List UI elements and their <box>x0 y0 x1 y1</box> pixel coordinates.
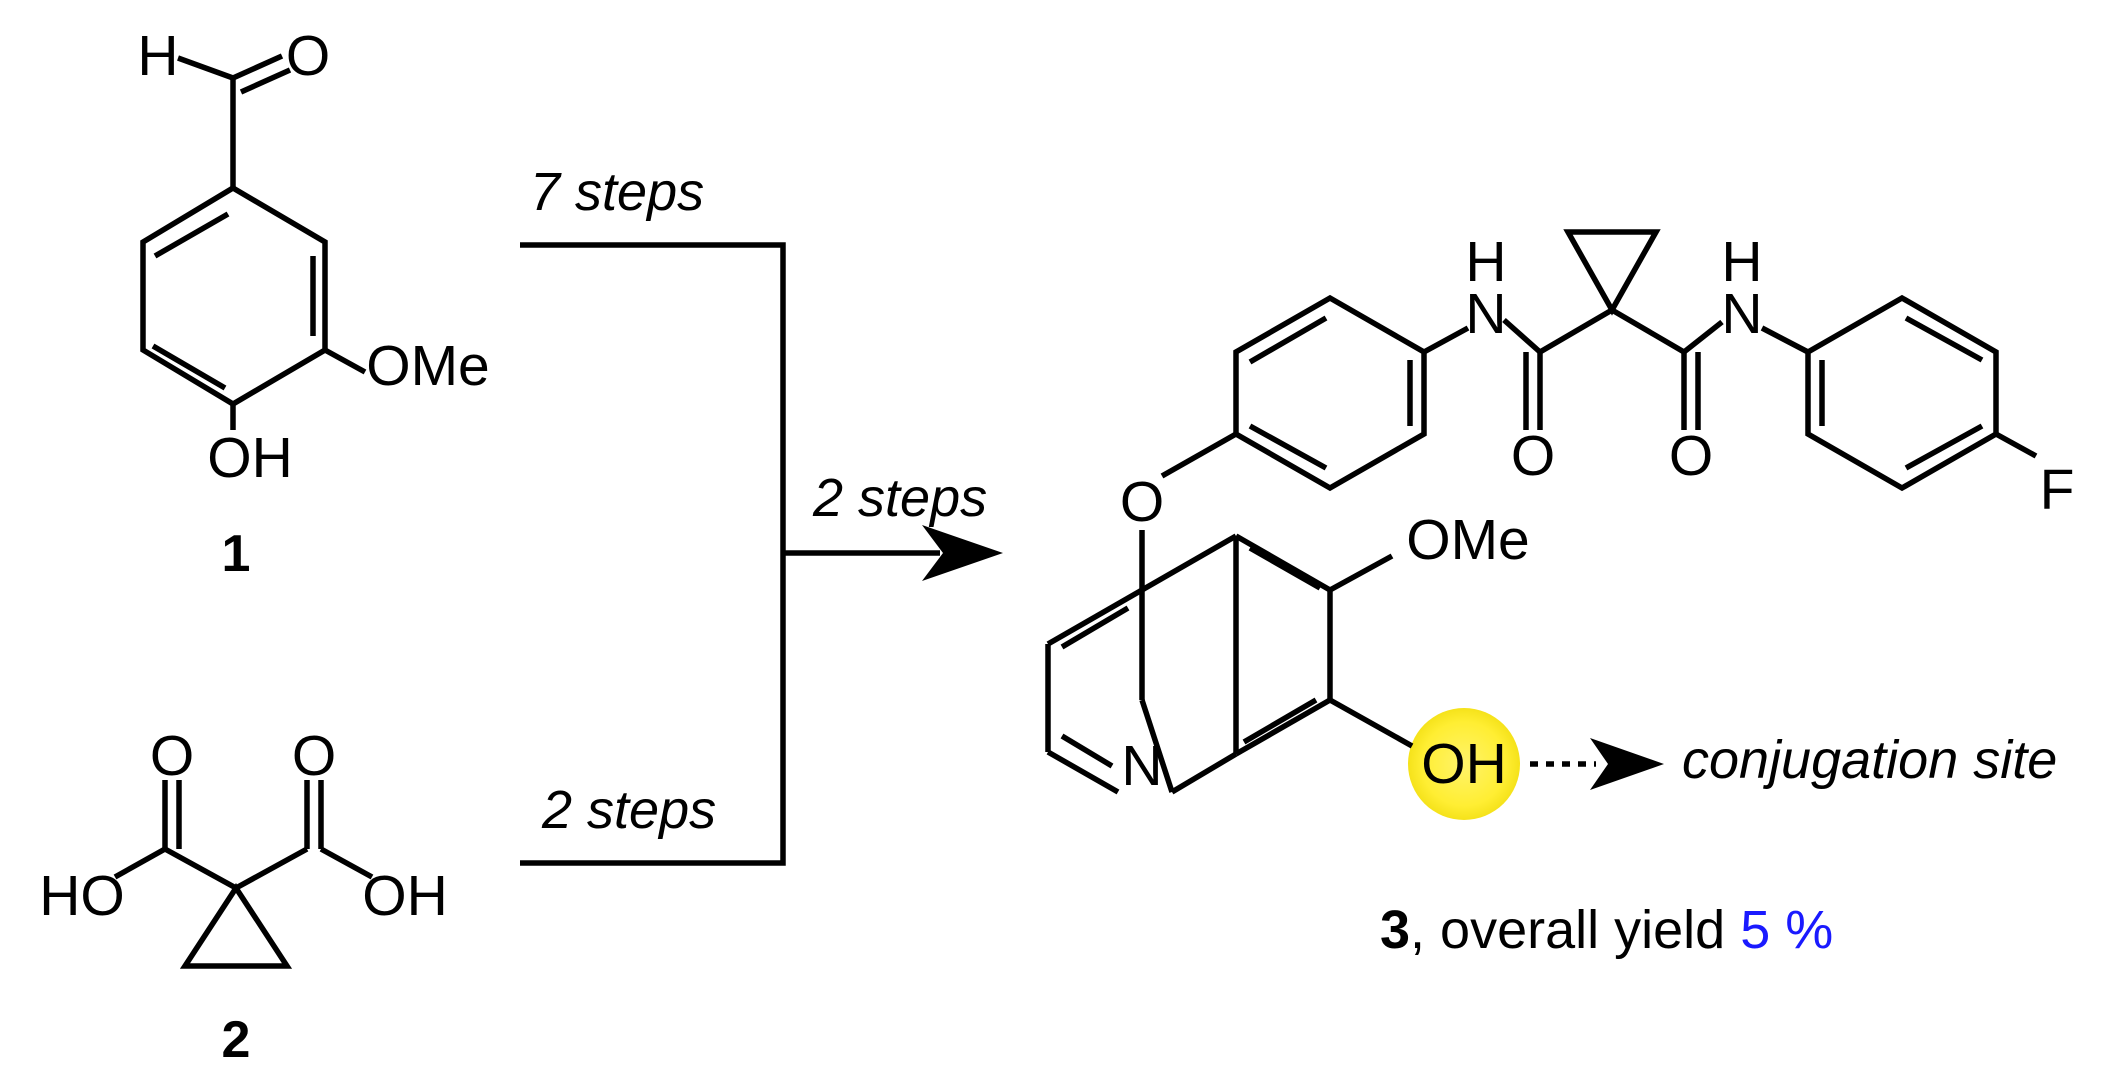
compound-2-number: 2 <box>222 1011 251 1069</box>
quinoline-nitrogen-label: N <box>1121 734 1162 798</box>
amide-right-hydrogen: H <box>1721 230 1762 294</box>
compound-1-number: 1 <box>222 525 251 583</box>
aldehyde-oxygen-label: O <box>286 24 330 88</box>
hydroxyl-label: OH <box>207 426 293 490</box>
amide-left-oxygen: O <box>1511 424 1555 488</box>
compound-3-structure: O OMe OH N H N H N O O F <box>1045 229 2075 820</box>
conjugation-site-label: conjugation site <box>1682 730 2057 790</box>
dotted-arrowhead <box>1590 738 1664 790</box>
compound-1-structure: H O OMe OH <box>137 24 489 490</box>
ether-oxygen-label: O <box>1120 470 1164 534</box>
amide-right-oxygen: O <box>1669 424 1713 488</box>
amide-left-hydrogen: H <box>1465 230 1506 294</box>
conjugation-site-highlight <box>1408 708 1520 820</box>
reaction-arrowhead <box>922 525 1003 581</box>
methoxy-label: OMe <box>1406 508 1530 572</box>
overall-yield-text: , overall yield <box>1410 900 1740 960</box>
conjugation-annotation <box>1530 738 1664 790</box>
hydrogen-label: H <box>137 24 178 88</box>
hydroxyl-label: OH <box>1421 732 1507 796</box>
compound-3-caption: 3, overall yield 5 % <box>1380 900 1833 960</box>
amide-left-nitrogen: N <box>1465 282 1506 346</box>
carboxylic-hydroxyl-right: OH <box>362 864 448 928</box>
carboxylic-hydroxyl-left: HO <box>39 864 125 928</box>
synthesis-bracket <box>520 242 1003 866</box>
step-label-bottom: 2 steps <box>541 780 716 840</box>
step-label-top: 7 steps <box>530 162 704 222</box>
fluorine-label: F <box>2040 458 2075 522</box>
compound-3-number: 3 <box>1380 900 1410 960</box>
amide-right-nitrogen: N <box>1721 282 1762 346</box>
overall-yield-value: 5 % <box>1740 900 1833 960</box>
compound-2-structure: O O HO OH <box>39 724 448 969</box>
carbonyl-oxygen-left: O <box>150 724 194 788</box>
methoxy-label: OMe <box>366 334 490 398</box>
carbonyl-oxygen-right: O <box>292 724 336 788</box>
step-label-middle: 2 steps <box>812 468 987 528</box>
